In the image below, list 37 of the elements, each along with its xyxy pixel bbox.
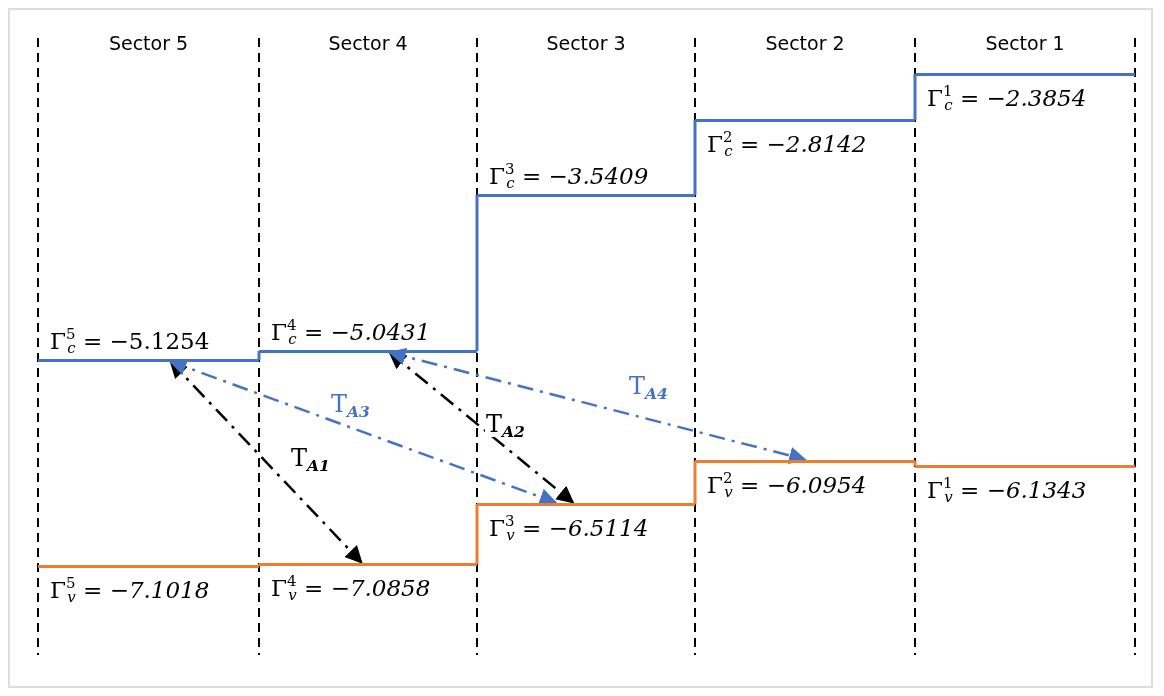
energy-level-line [259,562,477,603]
level-step-line [475,504,479,564]
level-label: Γ$^{1}$$_{v}$ = −6.1343 [927,475,1087,504]
level-step-line [693,120,697,195]
energy-level-line [695,459,915,500]
level-step-line [257,351,261,360]
level-step-line [913,461,917,466]
edge-label: T$_{A2}$ [485,411,526,437]
level-step-line [693,461,697,504]
level-label: Γ$^{1}$$_{c}$ = −2.3854 [927,83,1087,112]
transition-arrow [388,351,575,504]
level-step-line [257,564,261,566]
energy-level-line [915,464,1135,505]
level-label: Γ$^{4}$$_{v}$ = −7.0858 [271,573,431,602]
level-label: Γ$^{5}$$_{v}$ = −7.1018 [50,575,210,604]
transition-arrow [169,360,363,564]
level-label: Γ$^{2}$$_{v}$ = −6.0954 [707,470,867,499]
level-step-line [913,74,917,120]
level-label: Γ$^{4}$$_{c}$ = −5.0431 [271,317,431,346]
sector-label: Sector 1 [984,32,1066,54]
energy-level-line [477,502,695,543]
level-label: Γ$^{2}$$_{c}$ = −2.8142 [707,129,867,158]
level-label: Γ$^{3}$$_{v}$ = −6.5114 [489,513,649,542]
level-label: Γ$^{3}$$_{c}$ = −3.5409 [489,161,649,190]
edge-label: T$_{A4}$ [628,373,669,399]
level-label: Γ$^{5}$$_{c}$ = −5.1254 [50,326,210,355]
transition-arrow [388,347,807,465]
energy-level-line [695,118,915,159]
sector-label: Sector 3 [545,32,627,54]
edge-label: T$_{A1}$ [290,445,331,471]
sector-label: Sector 4 [327,32,409,54]
edge-label: T$_{A3}$ [330,391,371,417]
sector-label: Sector 5 [107,32,190,54]
energy-level-line [915,72,1135,113]
level-step-line [475,195,479,351]
energy-level-line [38,564,259,605]
sector-label: Sector 2 [764,32,846,54]
